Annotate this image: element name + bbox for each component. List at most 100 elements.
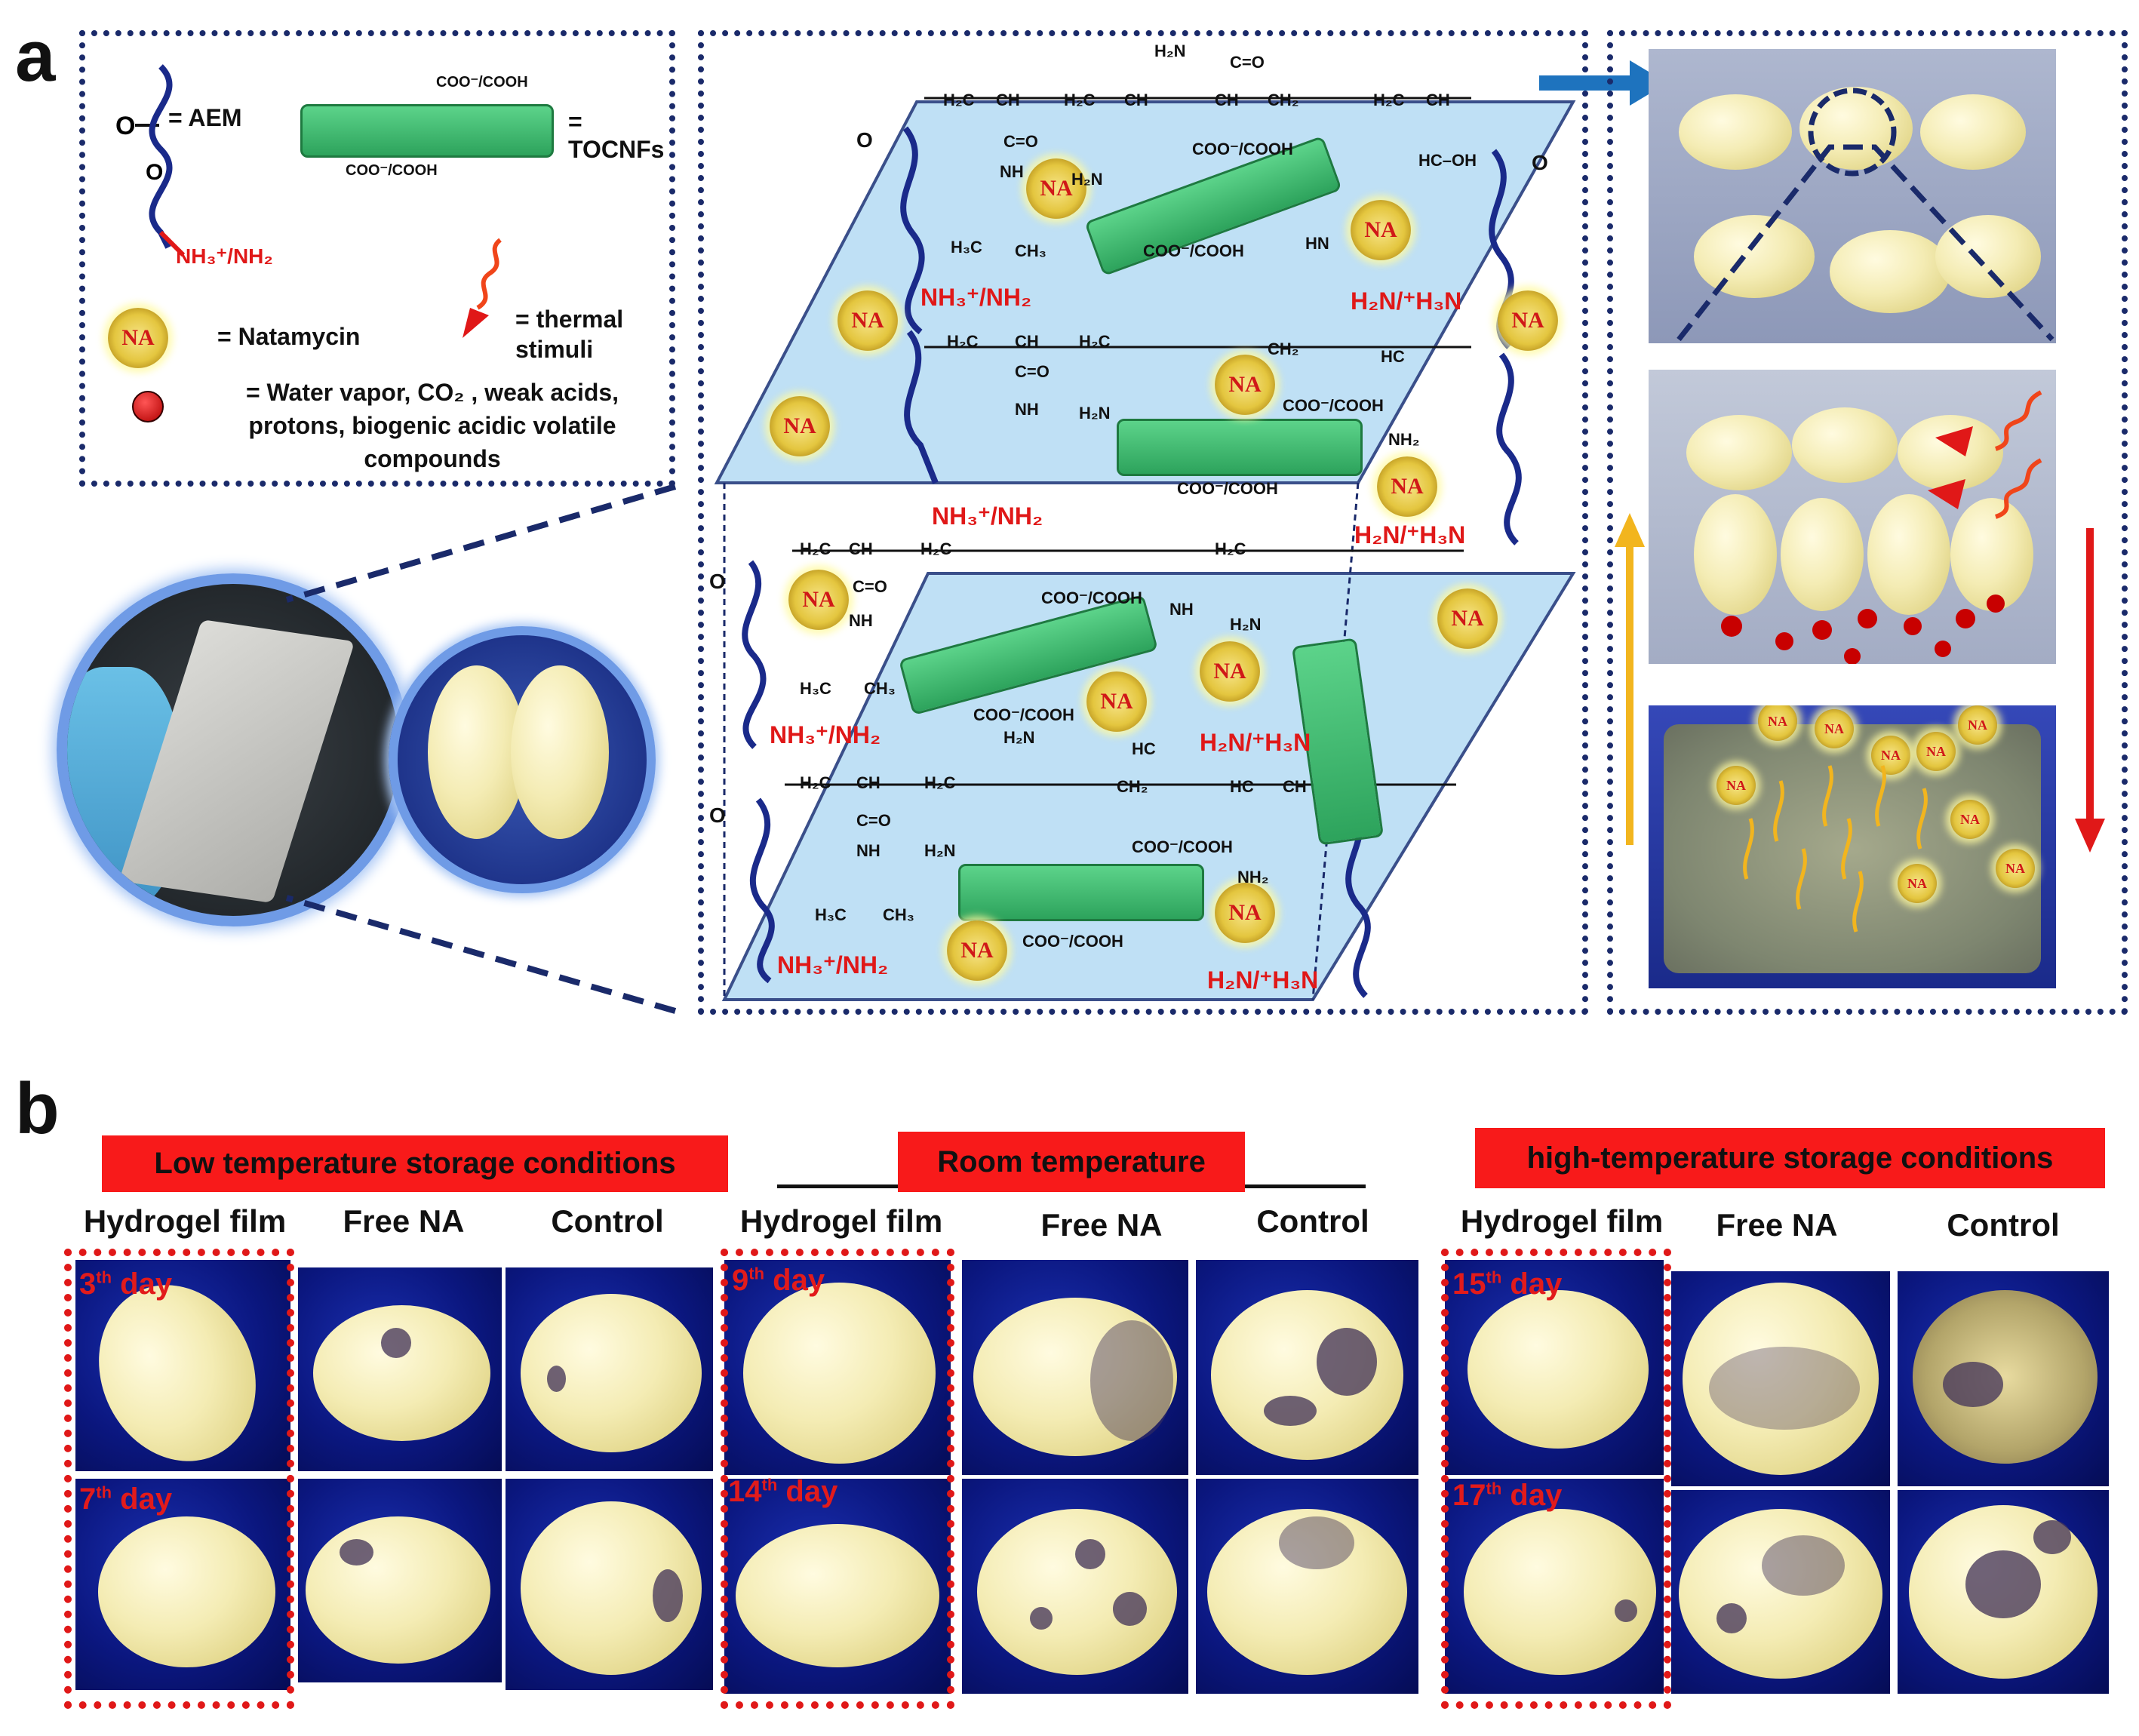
carboxyl-label: COO⁻/COOH: [973, 705, 1074, 724]
panel-a-letter: a: [15, 16, 56, 97]
mango: [1898, 415, 2003, 490]
day-label-3: 3th day: [79, 1267, 173, 1301]
structure-box: [698, 30, 1588, 1015]
mango: [1694, 215, 1815, 298]
photo-room-freena-day14: [962, 1479, 1188, 1694]
application-box: [1607, 30, 2128, 1015]
mango: [98, 1516, 275, 1667]
na-particle: NA: [1758, 705, 1797, 741]
condition-banner-room: Room temperature: [898, 1132, 1245, 1192]
chem-fragment: H₂C: [800, 773, 831, 792]
natamycin-label: = Natamycin: [217, 323, 361, 350]
decay-spot: [1716, 1603, 1747, 1633]
aem-label: = AEM: [168, 104, 242, 131]
col-head-control-high: Control: [1947, 1207, 2060, 1243]
na-particle: NA: [837, 290, 898, 351]
amine-label: H₂N/⁺H₃N: [1351, 287, 1462, 315]
amine-label: NH₃⁺/NH₂: [920, 284, 1032, 311]
col-head-control-room: Control: [1256, 1203, 1369, 1239]
amine-label: H₂N/⁺H₃N: [1354, 521, 1466, 548]
mango: [1679, 1509, 1882, 1679]
chem-fragment: H₂N: [1230, 615, 1262, 634]
col-head-control-low: Control: [551, 1203, 664, 1239]
photo-low-hydrogel-day3: [75, 1260, 290, 1471]
mango-right: [511, 665, 609, 839]
decay-spot: [1113, 1592, 1147, 1626]
thermal-label: = thermal stimuli: [515, 306, 624, 363]
cycle-arrows: [1615, 513, 2105, 853]
chem-fragment: CH₂: [1117, 777, 1148, 796]
amine-label: NH₃⁺/NH₂: [770, 721, 881, 748]
day-label-14: 14th day: [728, 1475, 838, 1508]
chem-fragment: H₂C: [1215, 539, 1246, 558]
chem-fragment: C=O: [853, 577, 887, 596]
na-particle: NA: [1996, 849, 2035, 888]
chem-fragment: H₂N: [1071, 170, 1103, 189]
na-particle: NA: [1437, 588, 1498, 649]
chem-fragment: H₂C: [924, 773, 956, 792]
chem-fragment: C=O: [856, 811, 891, 830]
mango: [1950, 498, 2033, 611]
chem-fragment: H₂C: [943, 91, 975, 109]
chem-fragment: NH₂: [1388, 430, 1420, 449]
chem-fragment: NH: [1015, 400, 1039, 419]
na-particle: NA: [1716, 766, 1756, 805]
photo-high-freena-day15: [1671, 1271, 1890, 1486]
na-particle: NA: [1958, 705, 1997, 745]
mango: [743, 1283, 936, 1464]
decay-spot: [1615, 1599, 1637, 1622]
chem-fragment: H₂C: [800, 539, 831, 558]
chem-fragment: H₃C: [800, 679, 831, 698]
svg-text:O: O: [146, 160, 163, 185]
chem-fragment: CH: [1124, 91, 1148, 109]
mango: [313, 1305, 490, 1441]
day-label-15: 15th day: [1452, 1267, 1563, 1301]
chem-fragment: CH: [996, 91, 1020, 109]
chem-fragment: CH: [1015, 332, 1039, 351]
photo-high-freena-day17: [1671, 1490, 1890, 1694]
mango: [1679, 94, 1792, 170]
legend-box: O O = AEM = TOCNFs COO⁻/COOH COO⁻/COOH N…: [79, 30, 675, 487]
chem-fragment: CH: [849, 539, 873, 558]
na-particle: NA: [1950, 800, 1990, 839]
na-particle: NA: [947, 920, 1007, 981]
decay-spot: [1943, 1362, 2003, 1407]
chem-fragment: H₂C: [1079, 332, 1111, 351]
tocnf-bar-4: [958, 864, 1204, 921]
decay-spot: [1279, 1516, 1354, 1569]
na-particle: NA: [1377, 456, 1437, 517]
mango: [1792, 407, 1898, 483]
chem-fragment: CH: [1426, 91, 1450, 109]
col-head-freena-high: Free NA: [1716, 1207, 1838, 1243]
coo-top-label: COO⁻/COOH: [436, 74, 528, 91]
carboxyl-label: COO⁻/COOH: [1132, 837, 1233, 856]
natamycin-legend-icon: NA: [108, 308, 168, 368]
chem-fragment: HC: [1381, 347, 1405, 366]
na-particle: NA: [788, 570, 849, 630]
chem-fragment: NH₂: [1237, 868, 1269, 886]
thermal-stimuli-icon: [463, 238, 502, 338]
chem-fragment: H₃C: [951, 238, 982, 257]
chem-fragment: HC: [1230, 777, 1254, 796]
mango: [306, 1516, 490, 1664]
na-particle: NA: [1026, 158, 1086, 219]
carboxyl-label: COO⁻/COOH: [1143, 241, 1244, 260]
mango: [977, 1509, 1177, 1675]
chem-fragment: HC: [1132, 739, 1156, 758]
chem-fragment: O: [709, 803, 726, 827]
decay-spot: [1075, 1539, 1105, 1569]
mango: [1913, 1290, 2098, 1464]
decay-spot: [1264, 1396, 1317, 1426]
chem-fragment: H₂N: [1079, 404, 1111, 422]
mango: [973, 1298, 1177, 1456]
photo-high-control-day15: [1898, 1271, 2109, 1486]
photo-low-freena-day3: [298, 1267, 502, 1471]
photo-low-control-day7: [506, 1479, 713, 1690]
col-head-freena-room: Free NA: [1040, 1207, 1163, 1243]
photo-room-freena-day9: [962, 1260, 1188, 1475]
chem-fragment: O: [856, 128, 873, 152]
zoom-marker: [1676, 88, 2054, 342]
col-head-hydrogel-high: Hydrogel film: [1460, 1203, 1664, 1239]
na-particle: NA: [1898, 864, 1937, 903]
decay-spot: [653, 1569, 683, 1622]
